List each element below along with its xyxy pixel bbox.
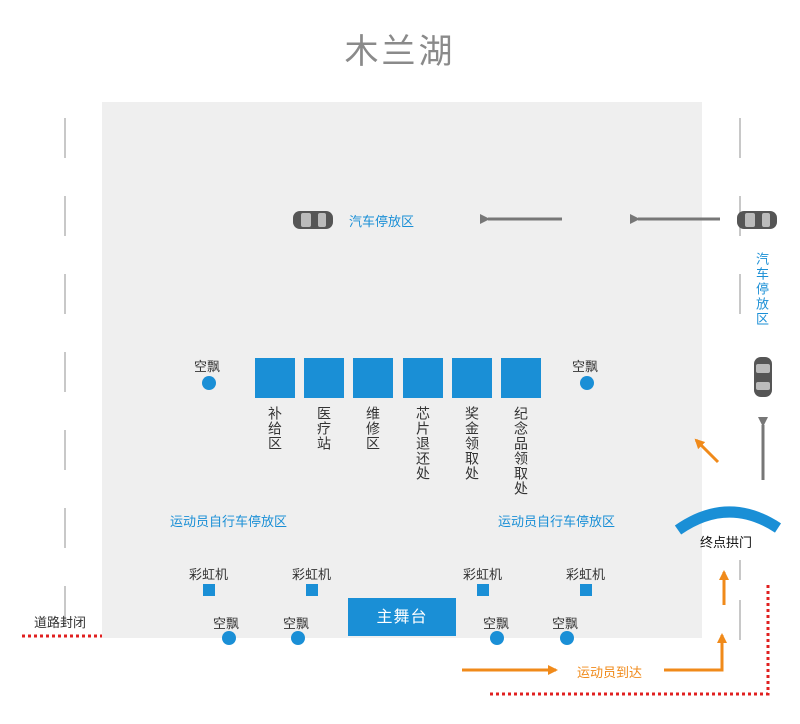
booth-label: 奖金领取处 <box>463 406 479 481</box>
booth-prize <box>452 358 492 398</box>
car-icon <box>754 357 772 397</box>
car-parking-vertical-label: 汽车停放区 <box>753 252 768 327</box>
main-stage: 主舞台 <box>348 598 456 636</box>
kongpiao-marker <box>580 376 594 390</box>
bike-parking-label: 运动员自行车停放区 <box>498 515 616 530</box>
booth-repair <box>353 358 393 398</box>
kongpiao-label: 空飘 <box>572 360 599 375</box>
rainbow-machine-label: 彩虹机 <box>189 568 229 583</box>
kongpiao-marker <box>560 631 574 645</box>
booth-supply <box>255 358 295 398</box>
road-closure-lines <box>22 584 770 696</box>
map-title: 木兰湖 <box>344 32 456 72</box>
rainbow-machine-marker <box>580 584 592 596</box>
bike-parking-label: 运动员自行车停放区 <box>170 515 288 530</box>
kongpiao-marker <box>222 631 236 645</box>
kongpiao-marker <box>202 376 216 390</box>
kongpiao-label: 空飘 <box>552 617 579 632</box>
kongpiao-label: 空飘 <box>194 360 221 375</box>
athlete-route-arrows <box>462 438 729 675</box>
athlete-arrival-label: 运动员到达 <box>577 666 643 681</box>
booth-label: 芯片退还处 <box>414 406 430 481</box>
booth-label: 纪念品领取处 <box>512 406 528 496</box>
rainbow-machine-marker <box>306 584 318 596</box>
event-area <box>102 102 702 638</box>
booth-label: 维修区 <box>364 406 380 451</box>
rainbow-machine-marker <box>477 584 489 596</box>
rainbow-machine-label: 彩虹机 <box>463 568 503 583</box>
booth-label: 补给区 <box>266 406 282 451</box>
finish-arch-label: 终点拱门 <box>700 536 753 551</box>
rainbow-machine-label: 彩虹机 <box>292 568 332 583</box>
car-icon <box>293 211 333 229</box>
kongpiao-label: 空飘 <box>483 617 510 632</box>
booth-chip-return <box>403 358 443 398</box>
booth-medical <box>304 358 344 398</box>
rainbow-machine-label: 彩虹机 <box>566 568 606 583</box>
car-icon <box>737 211 777 229</box>
finish-arch <box>674 506 782 535</box>
rainbow-machine-marker <box>203 584 215 596</box>
kongpiao-marker <box>291 631 305 645</box>
kongpiao-label: 空飘 <box>213 617 240 632</box>
kongpiao-label: 空飘 <box>283 617 310 632</box>
car-parking-label: 汽车停放区 <box>349 215 415 230</box>
car-route-arrows <box>480 214 768 480</box>
booth-souvenir <box>501 358 541 398</box>
kongpiao-marker <box>490 631 504 645</box>
booth-label: 医疗站 <box>315 406 331 451</box>
road-closed-label: 道路封闭 <box>34 616 87 631</box>
